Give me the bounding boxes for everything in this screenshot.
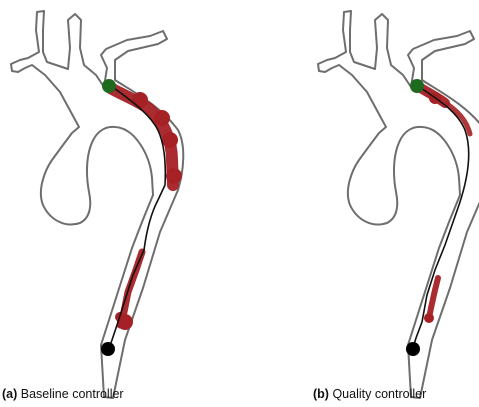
caption-a: (a) Baseline controller — [2, 386, 124, 402]
end-marker — [101, 342, 115, 356]
contact-blob — [424, 313, 434, 323]
vessel-outline — [318, 11, 479, 398]
vessel-outline — [11, 11, 183, 398]
contact-blob — [166, 168, 182, 184]
contact-blob — [154, 110, 170, 126]
caption-text: Quality controller — [332, 387, 426, 401]
end-marker — [406, 342, 420, 356]
caption-text: Baseline controller — [21, 387, 124, 401]
caption-b: (b) Quality controller — [313, 386, 426, 402]
panel-b — [318, 11, 479, 398]
caption-tag: (a) — [2, 387, 17, 401]
contact-blob — [162, 132, 178, 148]
start-marker — [102, 79, 116, 93]
caption-tag: (b) — [313, 387, 329, 401]
contact-blob — [132, 92, 148, 108]
start-marker — [410, 79, 424, 93]
panel-a — [11, 11, 183, 398]
